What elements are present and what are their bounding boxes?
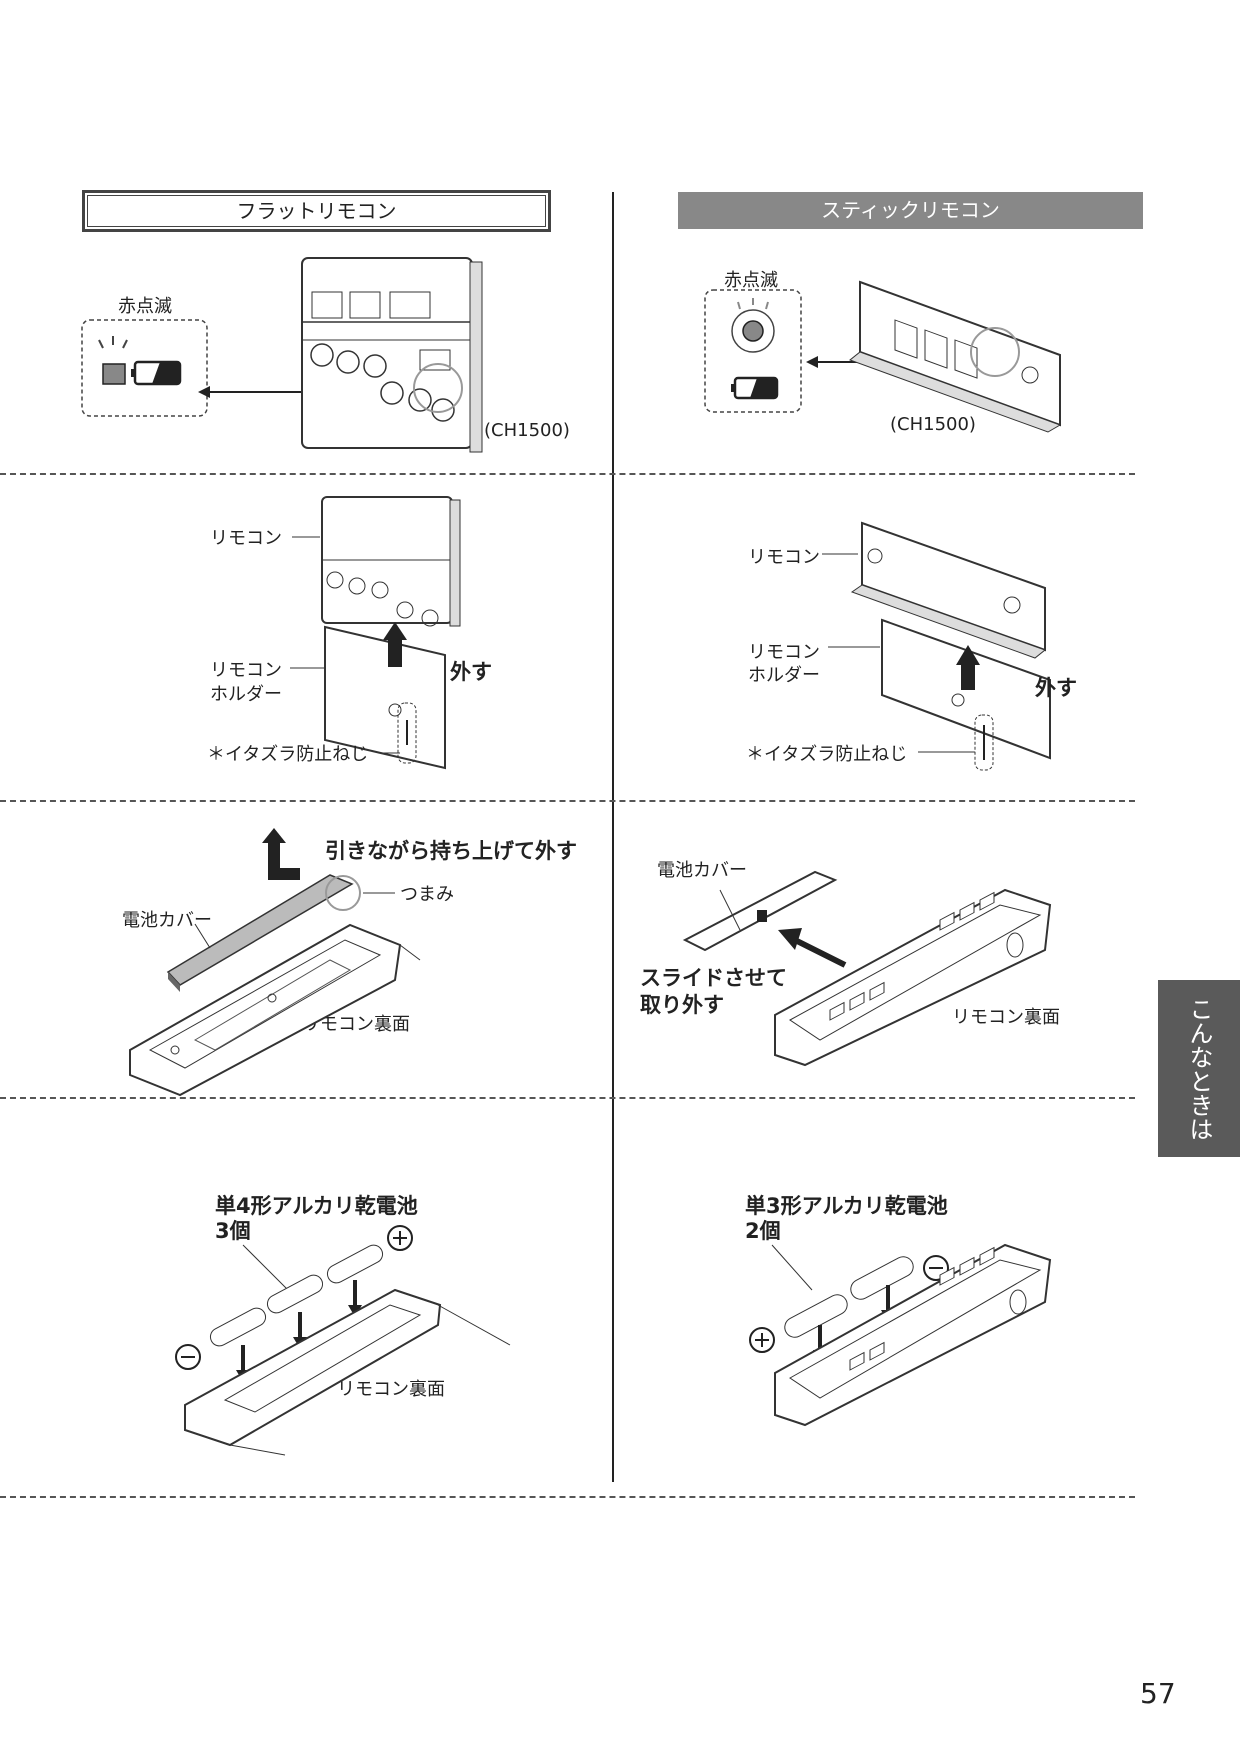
flat-remove-label: 外す xyxy=(450,660,492,684)
stick-cover-instruction-line1: スライドさせて xyxy=(640,966,787,990)
flat-holder-label-line2: ホルダー xyxy=(210,684,282,705)
section-divider-1 xyxy=(0,473,1135,475)
stick-battery-insert-illustration xyxy=(749,1243,1052,1427)
stick-model-label: (CH1500) xyxy=(890,414,976,435)
center-divider xyxy=(612,192,614,1482)
flat-tab-label: つまみ xyxy=(400,884,454,905)
flat-back-label: リモコン裏面 xyxy=(302,1014,410,1035)
flat-blink-label: 赤点滅 xyxy=(118,296,172,317)
flat-cover-instruction: 引きながら持ち上げて外す xyxy=(325,839,577,863)
section-divider-3 xyxy=(0,1097,1135,1099)
flat-model-label: (CH1500) xyxy=(484,420,570,441)
stick-cover-slide-illustration xyxy=(682,870,1052,1067)
stick-cover-label: 電池カバー xyxy=(657,860,747,881)
flat-battery-type-label: 単4形アルカリ乾電池 xyxy=(215,1194,418,1218)
flat-battery-count-label: 3個 xyxy=(215,1219,251,1243)
stick-remote-header: スティックリモコン xyxy=(678,192,1143,229)
side-tab-troubleshooting: こんなときは xyxy=(1158,980,1240,1157)
flat-remote-label: リモコン xyxy=(210,528,282,549)
stick-cover-instruction-line2: 取り外す xyxy=(640,993,724,1017)
stick-remove-label: 外す xyxy=(1035,676,1077,700)
stick-screw-label: ＊イタズラ防止ねじ xyxy=(746,744,908,765)
flat-blink-callout-illustration xyxy=(81,319,440,417)
flat-back-label-2: リモコン裏面 xyxy=(337,1379,445,1400)
flat-screw-label: ＊イタズラ防止ねじ xyxy=(207,744,369,765)
stick-holder-label-line1: リモコン xyxy=(748,642,820,663)
flat-holder-label-line1: リモコン xyxy=(210,660,282,681)
section-divider-2 xyxy=(0,800,1135,802)
section-divider-4 xyxy=(0,1496,1135,1498)
flat-remote-front-illustration xyxy=(301,257,483,453)
flat-remote-header: フラットリモコン xyxy=(82,190,551,232)
flat-remote-holder-illustration xyxy=(290,496,461,770)
stick-blink-label: 赤点滅 xyxy=(724,270,778,291)
stick-remote-label: リモコン xyxy=(748,547,820,568)
stick-back-label: リモコン裏面 xyxy=(952,1007,1060,1028)
stick-battery-type-label: 単3形アルカリ乾電池 xyxy=(745,1194,948,1218)
flat-cover-label: 電池カバー xyxy=(122,910,212,931)
page-number: 57 xyxy=(1140,1677,1176,1710)
stick-remote-front-illustration xyxy=(848,280,1062,433)
stick-holder-label-line2: ホルダー xyxy=(748,665,820,686)
stick-battery-count-label: 2個 xyxy=(745,1219,781,1243)
stick-remote-holder-illustration xyxy=(822,521,1051,771)
flat-cover-removal-illustration xyxy=(129,828,421,1097)
flat-battery-insert-illustration xyxy=(175,1225,511,1456)
